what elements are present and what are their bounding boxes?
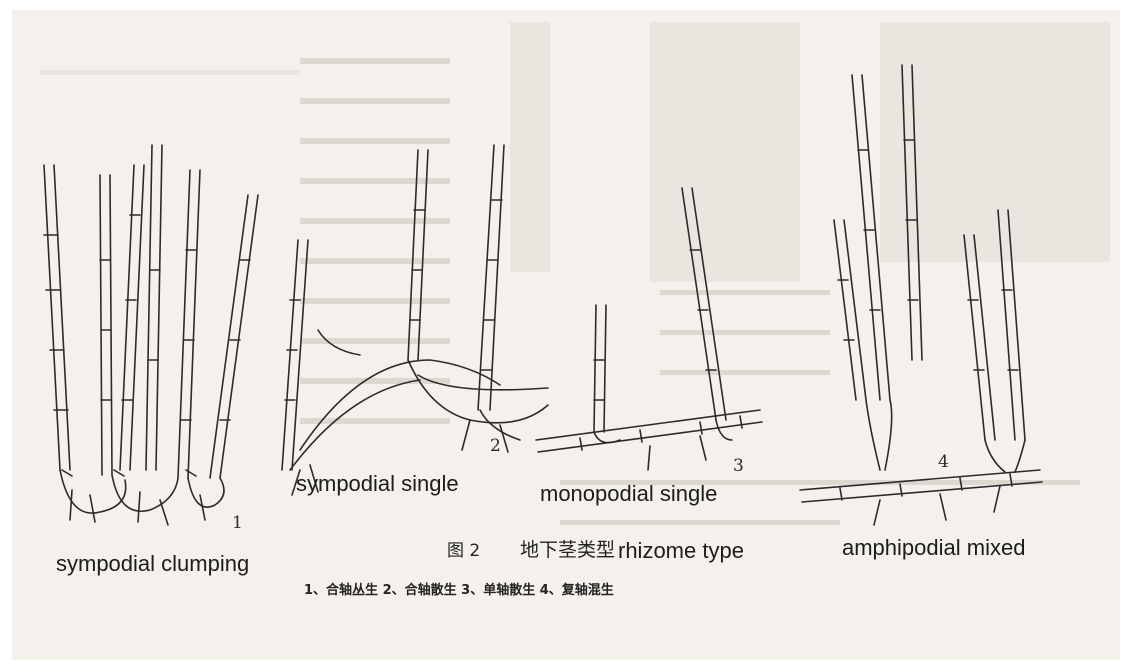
label-amphipodial-mixed: amphipodial mixed — [842, 537, 1025, 559]
sympodial-single-illustration — [282, 145, 548, 495]
background-plate-shading — [510, 22, 1110, 282]
caption-legend: 1、合轴丛生 2、合轴散生 3、单轴散生 4、复轴混生 — [304, 584, 614, 597]
label-sympodial-clumping: sympodial clumping — [56, 553, 249, 575]
figure-number-3: 3 — [733, 458, 744, 475]
label-sympodial-single: sympodial single — [296, 473, 459, 495]
caption-english-title: rhizome type — [618, 540, 744, 562]
clump-illustration — [44, 145, 258, 525]
figure-number-4: 4 — [938, 454, 949, 471]
caption-figure-label: 图 2 — [447, 543, 480, 560]
figure-number-1: 1 — [232, 515, 243, 532]
label-monopodial-single: monopodial single — [540, 483, 717, 505]
figure-number-2: 2 — [490, 438, 501, 455]
caption-chinese-title: 地下茎类型 — [520, 541, 615, 560]
